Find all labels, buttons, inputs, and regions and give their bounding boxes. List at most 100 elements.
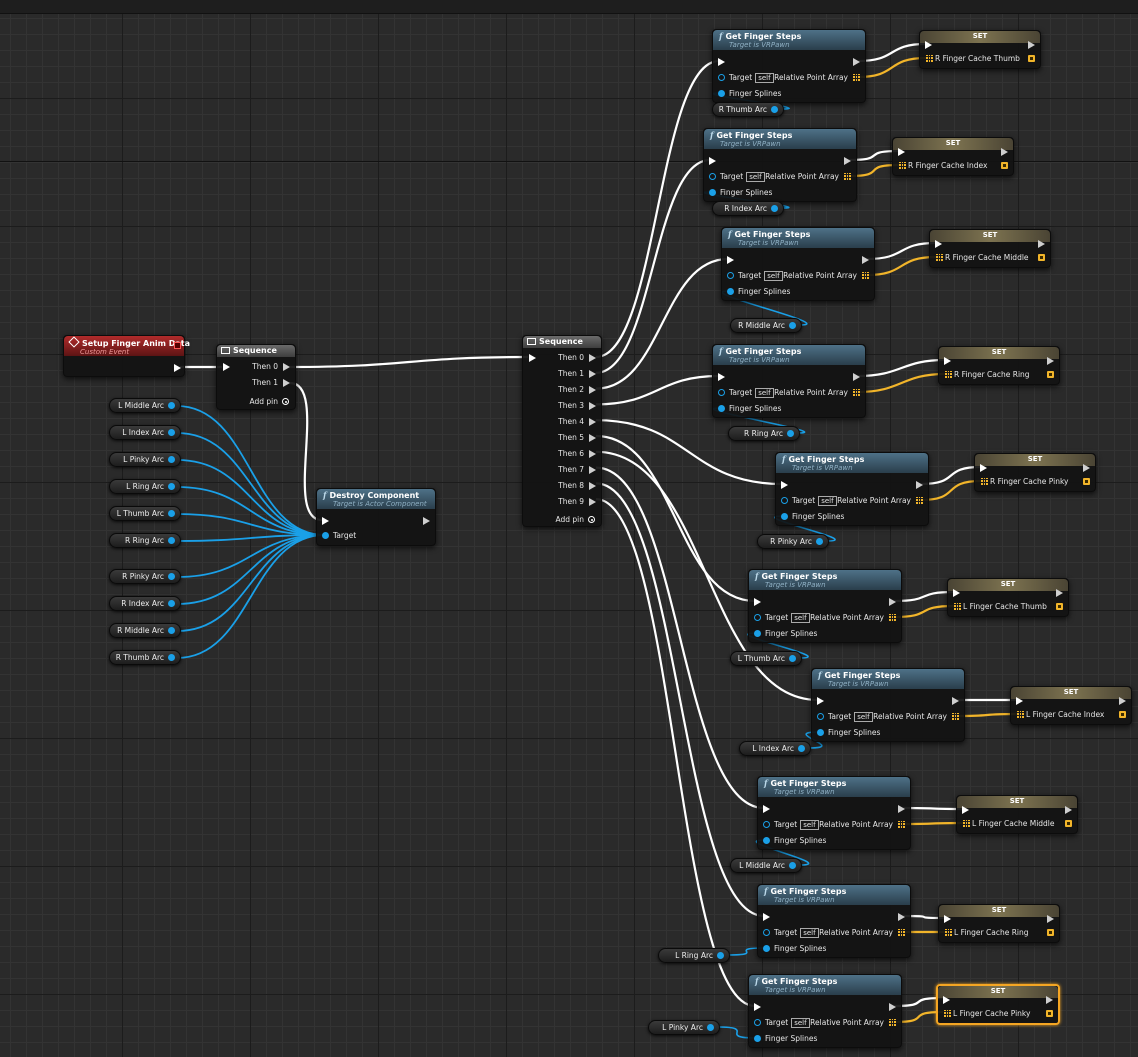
get-finger-steps-exec-in-pin[interactable] <box>781 481 788 489</box>
get-finger-steps-exec-in-pin[interactable] <box>718 58 725 66</box>
sequence-2-add-pin-icon[interactable] <box>588 516 595 523</box>
get-finger-steps-exec-out-pin[interactable] <box>952 697 959 705</box>
get-finger-steps-exec-in-pin[interactable] <box>727 256 734 264</box>
event-delegate-pin-icon[interactable] <box>174 342 181 349</box>
self-default-value[interactable]: self <box>800 928 819 938</box>
set-exec-out-pin[interactable] <box>1047 357 1054 365</box>
set-value-in-pin[interactable] <box>981 478 988 485</box>
arc-variable-getter-node[interactable]: R Index Arc <box>712 201 784 216</box>
arc-variable-out-pin[interactable] <box>798 745 805 752</box>
set-value-in-pin[interactable] <box>1017 711 1024 718</box>
variable-out-pin[interactable] <box>168 600 175 607</box>
arc-variable-out-pin[interactable] <box>717 952 724 959</box>
set-value-in-pin[interactable] <box>944 1010 951 1017</box>
self-default-value[interactable]: self <box>800 820 819 830</box>
get-finger-steps-exec-out-pin[interactable] <box>853 58 860 66</box>
sequence-1-add-pin-label[interactable]: Add pin <box>249 397 278 406</box>
set-value-out-pin[interactable] <box>1028 55 1035 62</box>
variable-out-pin[interactable] <box>168 537 175 544</box>
arc-variable-getter-node[interactable]: L Ring Arc <box>658 948 730 963</box>
set-exec-out-pin[interactable] <box>1056 589 1063 597</box>
arc-variable-getter-node[interactable]: L Pinky Arc <box>648 1020 720 1035</box>
get-finger-steps-exec-out-pin[interactable] <box>898 805 905 813</box>
get-finger-steps-exec-out-pin[interactable] <box>844 157 851 165</box>
variable-out-pin[interactable] <box>168 573 175 580</box>
relative-point-array-pin[interactable] <box>952 713 959 720</box>
get-finger-steps-exec-in-pin[interactable] <box>754 598 761 606</box>
get-finger-steps-exec-in-pin[interactable] <box>754 1003 761 1011</box>
sequence-2-then-7-pin[interactable] <box>589 466 596 474</box>
set-value-out-pin[interactable] <box>1047 371 1054 378</box>
finger-splines-pin[interactable] <box>718 405 725 412</box>
relative-point-array-pin[interactable] <box>898 821 905 828</box>
get-finger-steps-exec-out-pin[interactable] <box>889 1003 896 1011</box>
arc-variable-out-pin[interactable] <box>789 655 796 662</box>
set-value-in-pin[interactable] <box>954 603 961 610</box>
arc-variable-getter-node[interactable]: R Pinky Arc <box>757 534 829 549</box>
arc-variable-getter-node[interactable]: R Middle Arc <box>730 318 802 333</box>
set-value-in-pin[interactable] <box>945 929 952 936</box>
finger-splines-pin[interactable] <box>754 1035 761 1042</box>
set-value-in-pin[interactable] <box>899 162 906 169</box>
variable-getter-node[interactable]: L Middle Arc <box>109 398 181 413</box>
self-default-value[interactable]: self <box>854 712 873 722</box>
self-default-value[interactable]: self <box>818 496 837 506</box>
finger-splines-pin[interactable] <box>817 729 824 736</box>
relative-point-array-pin[interactable] <box>844 173 851 180</box>
sequence-1-then-1-pin[interactable] <box>283 379 290 387</box>
variable-getter-node[interactable]: R Index Arc <box>109 596 181 611</box>
self-default-value[interactable]: self <box>755 73 774 83</box>
sequence-2-then-6-pin[interactable] <box>589 450 596 458</box>
variable-out-pin[interactable] <box>168 654 175 661</box>
set-exec-out-pin[interactable] <box>1028 41 1035 49</box>
self-default-value[interactable]: self <box>791 613 810 623</box>
set-value-in-pin[interactable] <box>926 55 933 62</box>
get-finger-steps-exec-in-pin[interactable] <box>709 157 716 165</box>
relative-point-array-pin[interactable] <box>889 614 896 621</box>
set-exec-out-pin[interactable] <box>1001 148 1008 156</box>
event-exec-out-pin[interactable] <box>174 364 181 372</box>
target-self-pin[interactable] <box>763 821 770 828</box>
set-value-out-pin[interactable] <box>1046 1010 1053 1017</box>
finger-splines-pin[interactable] <box>763 945 770 952</box>
sequence-2-exec-in-pin[interactable] <box>529 354 536 362</box>
get-finger-steps-exec-in-pin[interactable] <box>763 913 770 921</box>
get-finger-steps-exec-in-pin[interactable] <box>718 373 725 381</box>
sequence-2-then-1-pin[interactable] <box>589 370 596 378</box>
arc-variable-getter-node[interactable]: L Thumb Arc <box>730 651 802 666</box>
finger-splines-pin[interactable] <box>754 630 761 637</box>
variable-out-pin[interactable] <box>168 627 175 634</box>
set-exec-in-pin[interactable] <box>1016 697 1023 705</box>
sequence-node-1[interactable]: Sequence Then 0 Then 1 Add pin <box>216 344 296 410</box>
get-finger-steps-exec-out-pin[interactable] <box>853 373 860 381</box>
sequence-2-then-5-pin[interactable] <box>589 434 596 442</box>
relative-point-array-pin[interactable] <box>916 497 923 504</box>
set-exec-in-pin[interactable] <box>943 996 950 1004</box>
setup-finger-anim-data-event-node[interactable]: Setup Finger Anim Data Custom Event <box>63 335 190 377</box>
target-self-pin[interactable] <box>817 713 824 720</box>
target-self-pin[interactable] <box>718 74 725 81</box>
set-value-out-pin[interactable] <box>1065 820 1072 827</box>
set-value-in-pin[interactable] <box>936 254 943 261</box>
finger-splines-pin[interactable] <box>709 189 716 196</box>
set-exec-in-pin[interactable] <box>962 806 969 814</box>
target-self-pin[interactable] <box>709 173 716 180</box>
set-value-out-pin[interactable] <box>1001 162 1008 169</box>
get-finger-steps-exec-out-pin[interactable] <box>862 256 869 264</box>
sequence-2-then-0-pin[interactable] <box>589 354 596 362</box>
relative-point-array-pin[interactable] <box>853 389 860 396</box>
arc-variable-getter-node[interactable]: L Index Arc <box>739 741 811 756</box>
self-default-value[interactable]: self <box>764 271 783 281</box>
arc-variable-out-pin[interactable] <box>771 205 778 212</box>
